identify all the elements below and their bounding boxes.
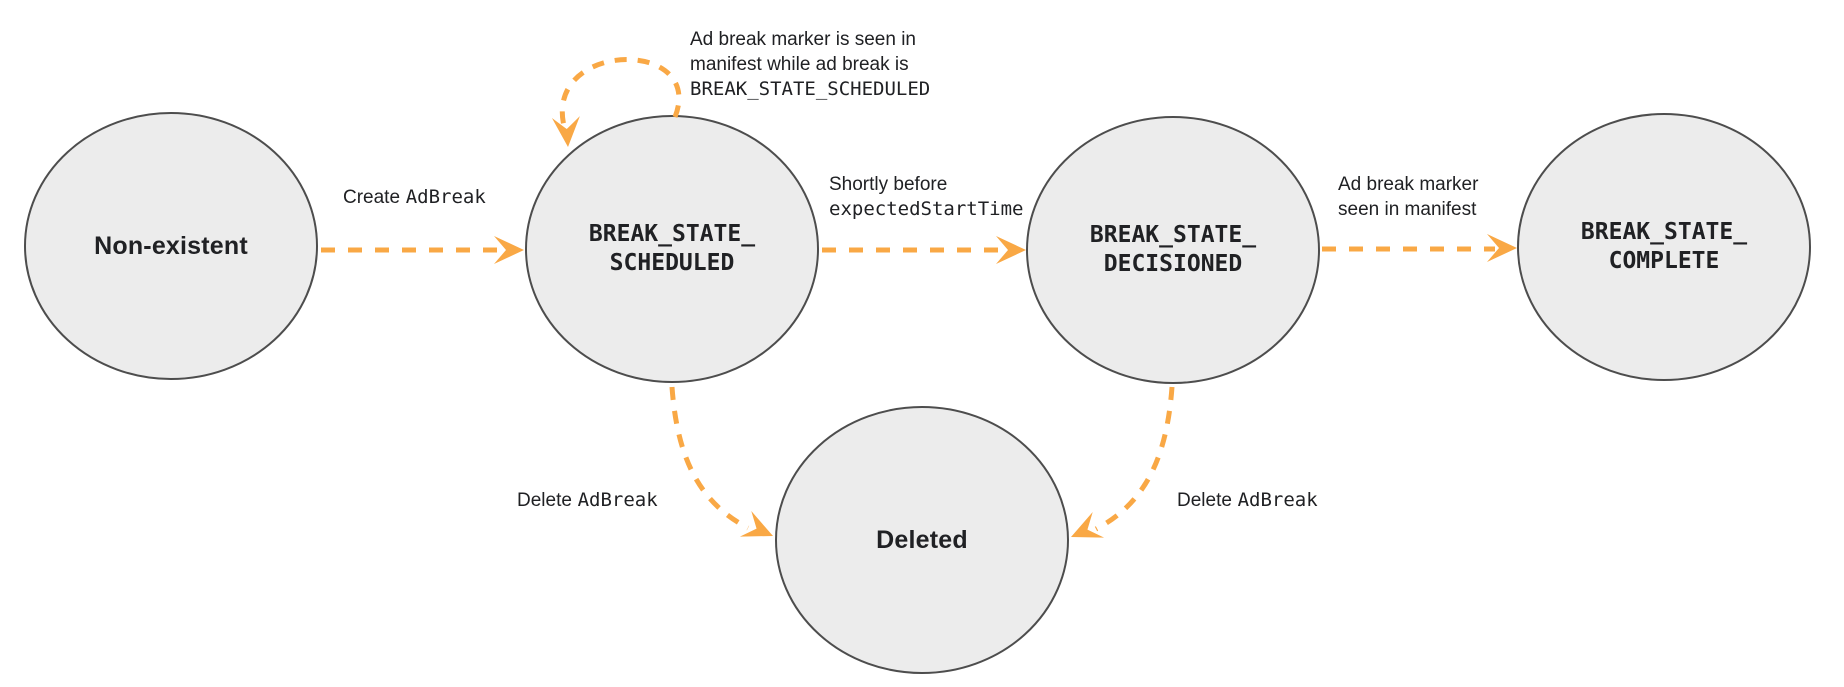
arrowhead-marker-seen <box>1487 234 1517 262</box>
state-label-complete-line2: COMPLETE <box>1608 248 1720 274</box>
edge-label-delete-scheduled-text: Delete <box>517 490 572 511</box>
edge-label-delete-scheduled-code: AdBreak <box>577 489 658 511</box>
edge-label-self-loop-code: BREAK_STATE_SCHEDULED <box>690 78 931 100</box>
edge-label-create-text: Create <box>343 187 401 208</box>
state-label-deleted: Deleted <box>876 526 968 554</box>
arrowhead-self-loop-scheduled <box>551 116 580 147</box>
state-label-decisioned: BREAK_STATE_ DECISIONED <box>1090 221 1256 279</box>
arrowhead-create-adbreak <box>494 236 524 264</box>
edge-label-delete-decisioned-text: Delete <box>1177 490 1232 511</box>
state-circle-scheduled <box>525 115 819 383</box>
arrowhead-delete-scheduled <box>739 511 773 537</box>
state-circle-complete <box>1517 113 1811 381</box>
state-label-non-existent: Non-existent <box>94 232 248 260</box>
edge-label-self-loop-line2: manifest while ad break is <box>690 54 909 75</box>
edge-label-create-code: AdBreak <box>405 186 486 208</box>
arrowhead-shortly-before <box>996 236 1026 264</box>
state-label-scheduled: BREAK_STATE_ SCHEDULED <box>589 220 755 278</box>
edge-label-shortly-before-code: expectedStartTime <box>829 198 1024 220</box>
edge-label-marker-seen-line2: seen in manifest <box>1338 199 1477 220</box>
state-label-complete: BREAK_STATE_ COMPLETE <box>1581 218 1747 276</box>
edge-label-marker-seen: Ad break marker seen in manifest <box>1338 172 1478 222</box>
arrowhead-delete-decisioned <box>1071 512 1105 538</box>
edge-label-shortly-before-line1: Shortly before <box>829 174 948 195</box>
state-circle-non-existent <box>24 112 318 380</box>
state-label-decisioned-line2: DECISIONED <box>1103 251 1243 277</box>
edge-label-self-loop-line1: Ad break marker is seen in <box>690 29 916 50</box>
state-label-scheduled-line1: BREAK_STATE_ <box>588 221 756 247</box>
state-label-decisioned-line1: BREAK_STATE_ <box>1089 222 1257 248</box>
edge-label-delete-decisioned-code: AdBreak <box>1237 489 1318 511</box>
state-label-scheduled-line2: SCHEDULED <box>609 250 735 276</box>
edge-label-marker-seen-line1: Ad break marker <box>1338 174 1479 195</box>
edge-label-self-loop: Ad break marker is seen in manifest whil… <box>690 27 930 102</box>
state-circle-deleted <box>775 406 1069 674</box>
edge-self-loop-scheduled <box>559 57 682 127</box>
state-label-complete-line1: BREAK_STATE_ <box>1580 219 1748 245</box>
edge-delete-scheduled <box>669 386 750 531</box>
edge-label-shortly-before: Shortly before expectedStartTime <box>829 172 1023 222</box>
edge-delete-decisioned <box>1094 386 1175 532</box>
state-circle-decisioned <box>1026 116 1320 384</box>
